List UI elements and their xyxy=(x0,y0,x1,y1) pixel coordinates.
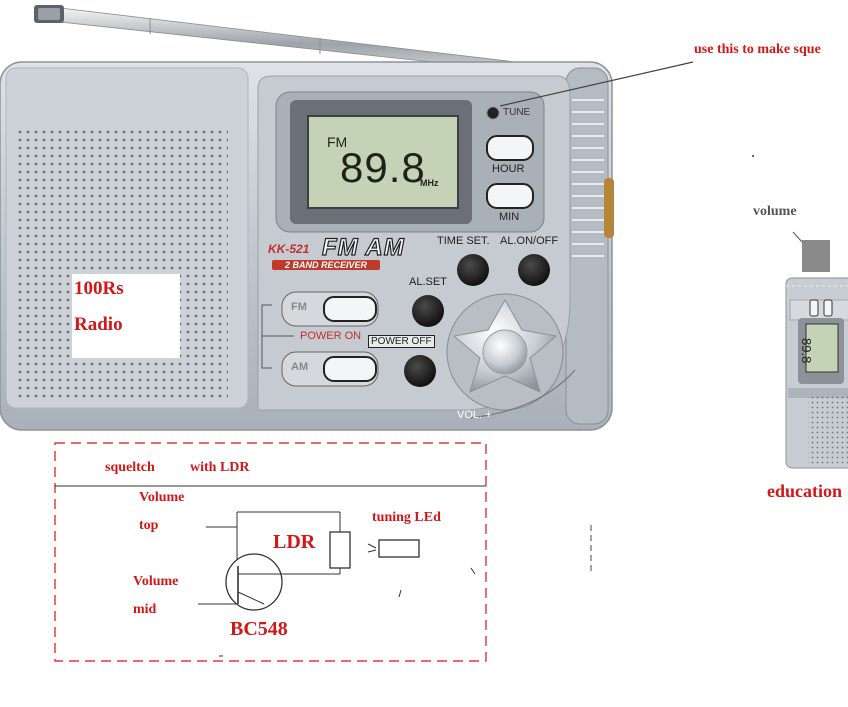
time-set-label: TIME SET. xyxy=(437,235,490,247)
transistor-symbol xyxy=(225,553,283,611)
price-label-line2: Radio xyxy=(74,314,123,335)
am-band-button[interactable] xyxy=(323,356,377,382)
volume-swatch xyxy=(802,240,830,272)
volume-mid-line2: mid xyxy=(133,602,157,617)
ldr-symbol xyxy=(329,531,351,569)
model-label: KK-521 xyxy=(268,242,310,256)
volume-mid-line1: Volume xyxy=(133,574,179,589)
volume-knob[interactable] xyxy=(446,293,564,411)
price-label-box: 100Rs Radio xyxy=(72,274,180,358)
volume-label: volume xyxy=(753,204,797,219)
price-label-line1: 100Rs xyxy=(74,278,124,299)
annotation-pointer-line xyxy=(499,61,694,107)
small-radio-thumbnail xyxy=(785,231,848,469)
led-symbol xyxy=(378,539,420,558)
led-label: tuning LEd xyxy=(372,510,441,525)
tune-label: TUNE xyxy=(503,107,531,118)
volume-top-line1: Volume xyxy=(139,490,185,505)
tune-indicator-led xyxy=(486,106,500,120)
hour-button[interactable] xyxy=(486,135,534,161)
circuit-frame xyxy=(54,442,487,662)
power-off-button[interactable] xyxy=(404,355,436,387)
hour-label: HOUR xyxy=(492,163,525,175)
alarm-set-button[interactable] xyxy=(412,295,444,327)
min-button[interactable] xyxy=(486,183,534,209)
time-set-button[interactable] xyxy=(457,254,489,286)
lcd-frequency-text: 89.8 xyxy=(340,144,426,191)
min-label: MIN xyxy=(499,211,520,223)
band-logo: FM AM xyxy=(321,233,405,261)
fm-band-button[interactable] xyxy=(323,296,377,322)
education-label: education xyxy=(767,481,843,501)
circuit-title-right: with LDR xyxy=(190,460,250,475)
power-on-label: POWER ON xyxy=(300,330,362,342)
small-radio-frequency: 89.8 xyxy=(799,338,814,364)
am-button-label: AM xyxy=(291,361,309,373)
fm-button-label: FM xyxy=(291,301,307,313)
squelch-note: use this to make sque xyxy=(694,42,821,57)
circuit-title-left: squeltch xyxy=(105,460,155,475)
lcd-band-text: FM xyxy=(327,134,348,150)
alarm-set-label: AL.SET xyxy=(409,276,447,288)
transistor-label: BC548 xyxy=(230,618,288,640)
circuit-diagram xyxy=(54,442,592,662)
volume-top-line2: top xyxy=(139,518,159,533)
receiver-badge: 2 BAND RECEIVER xyxy=(272,260,380,270)
power-off-label: POWER OFF xyxy=(368,335,435,348)
lcd-unit-text: MHz xyxy=(420,178,439,188)
ldr-label: LDR xyxy=(273,531,316,553)
alarm-onoff-button[interactable] xyxy=(518,254,550,286)
vol-label: VOL. + xyxy=(457,409,492,421)
alarm-onoff-label: AL.ON/OFF xyxy=(500,235,559,247)
